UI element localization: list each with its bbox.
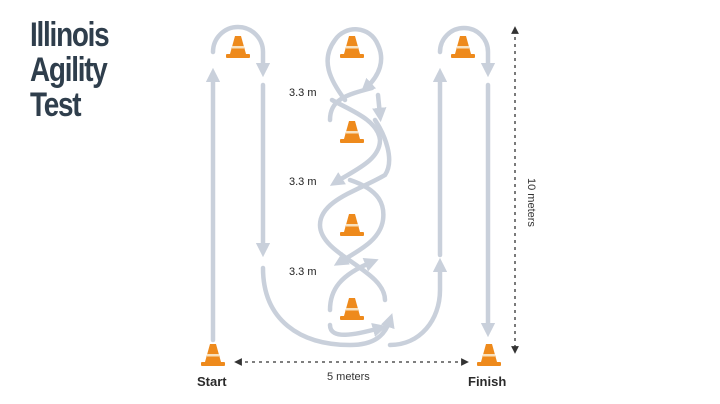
path-weave-cross-1	[329, 97, 383, 186]
length-label: 10 meters	[525, 178, 537, 227]
finish-label: Finish	[468, 374, 507, 389]
segment-label-1: 3.3 m	[289, 87, 317, 99]
path-loop-top-left	[210, 24, 271, 78]
path-weave-arrow-up	[372, 92, 387, 123]
cones	[201, 36, 501, 366]
title-line-2: Agility	[30, 51, 108, 89]
start-cone-icon	[201, 344, 225, 366]
cone-icon	[226, 36, 250, 58]
cone-icon	[451, 36, 475, 58]
title-line-1: Illinois	[30, 16, 110, 54]
path-bottom-curve	[260, 265, 395, 348]
title-line-3: Test	[30, 86, 82, 124]
segment-label-2: 3.3 m	[289, 176, 317, 188]
cone-icon	[340, 298, 364, 320]
path-loop-top-middle	[325, 27, 384, 103]
path-weave-bottom	[327, 322, 387, 337]
diagram-title: Illinois Agility Test	[30, 16, 110, 124]
path-exit-right	[387, 257, 448, 348]
path-weave-down-3	[327, 258, 379, 313]
finish-cone-icon	[477, 344, 501, 366]
running-path	[205, 24, 496, 348]
cone-icon	[340, 121, 364, 143]
path-weave-down-2	[333, 177, 386, 266]
cone-icon	[340, 214, 364, 236]
cone-icon	[340, 36, 364, 58]
path-loop-top-right	[437, 25, 496, 78]
start-label: Start	[197, 374, 227, 389]
width-label: 5 meters	[327, 371, 370, 383]
segment-label-3: 3.3 m	[289, 266, 317, 278]
